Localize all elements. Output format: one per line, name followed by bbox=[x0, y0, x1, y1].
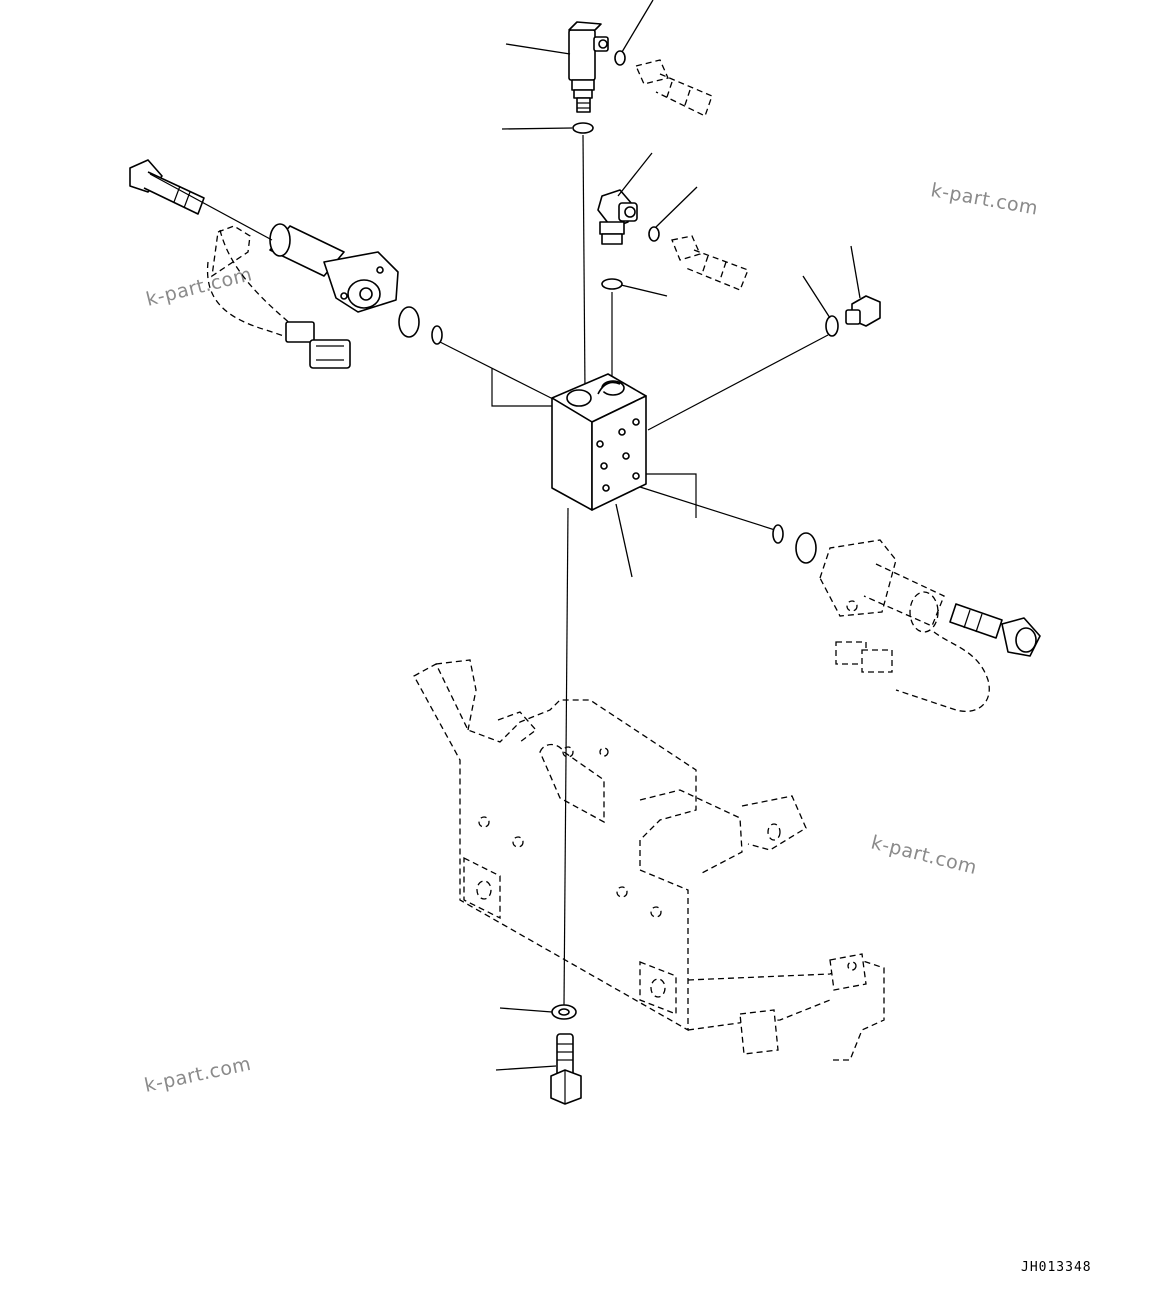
o-ring bbox=[601, 278, 623, 290]
o-ring bbox=[398, 306, 420, 338]
plug bbox=[845, 295, 881, 327]
o-ring bbox=[772, 524, 784, 544]
washer-hole bbox=[558, 1008, 570, 1016]
manifold-block bbox=[551, 373, 647, 511]
o-ring bbox=[614, 50, 626, 66]
hose-fitting-top bbox=[635, 59, 713, 117]
o-ring bbox=[648, 226, 660, 242]
elbow-pressure-switch bbox=[597, 189, 638, 245]
bolt bbox=[550, 1033, 582, 1105]
o-ring bbox=[825, 315, 839, 337]
o-ring bbox=[795, 532, 817, 564]
watermark: k-part.com bbox=[929, 179, 1040, 219]
o-ring bbox=[431, 325, 443, 345]
watermark: k-part.com bbox=[869, 832, 980, 880]
reference-leaders bbox=[495, 0, 861, 1071]
solenoid-valve-right bbox=[819, 539, 1041, 712]
hose-fitting-middle bbox=[671, 235, 749, 291]
mounting-bracket bbox=[413, 659, 885, 1061]
drawing-code: JH013348 bbox=[1021, 1260, 1092, 1275]
watermark: k-part.com bbox=[142, 1053, 253, 1097]
o-ring bbox=[572, 122, 594, 134]
pressure-switch-top bbox=[568, 21, 609, 113]
assembly-axis-lines bbox=[439, 134, 829, 1006]
watermark: k-part.com bbox=[144, 263, 255, 311]
solenoid-valve-left bbox=[129, 159, 399, 369]
